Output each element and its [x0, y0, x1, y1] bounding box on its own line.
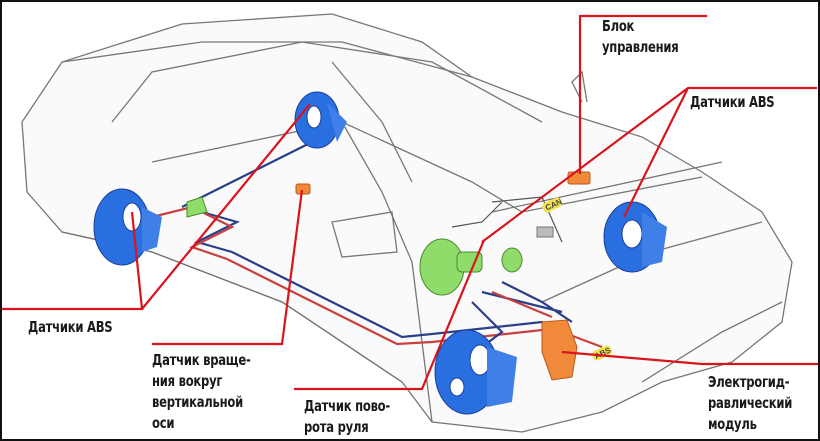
label-line: вертикальной — [152, 393, 243, 411]
wheel-rear-right — [294, 91, 347, 149]
yaw-sensor — [295, 183, 311, 195]
car-outline — [21, 13, 793, 433]
label-line: модуль — [708, 415, 757, 433]
label-line: Электрогид- — [708, 373, 790, 391]
brake-lines — [151, 136, 603, 363]
label-hydraulic-module: Электрогид- равлический модуль — [708, 372, 792, 435]
label-line: Датчик пово- — [304, 397, 390, 415]
label-line: Датчик враще- — [152, 351, 251, 369]
label-steering-sensor: Датчик пово- рота руля — [304, 396, 390, 438]
label-line: рота руля — [304, 418, 369, 436]
label-abs-sensors-left: Датчики ABS — [28, 318, 113, 336]
label-line: оси — [152, 414, 175, 432]
label-line: управления — [602, 38, 679, 56]
wheel-front-right — [603, 201, 667, 273]
label-abs-sensors-right: Датчики ABS — [690, 93, 775, 111]
label-control-unit: Блок управления — [602, 16, 679, 58]
hydraulic-module — [541, 319, 578, 381]
wheel-front-left — [434, 329, 517, 415]
label-line: ния вокруг — [152, 372, 223, 390]
connector — [536, 226, 554, 238]
label-line: Блок — [602, 17, 635, 35]
leader-lines — [2, 14, 818, 391]
label-yaw-sensor: Датчик враще- ния вокруг вертикальной ос… — [152, 350, 251, 434]
label-line: равлический — [708, 394, 793, 412]
